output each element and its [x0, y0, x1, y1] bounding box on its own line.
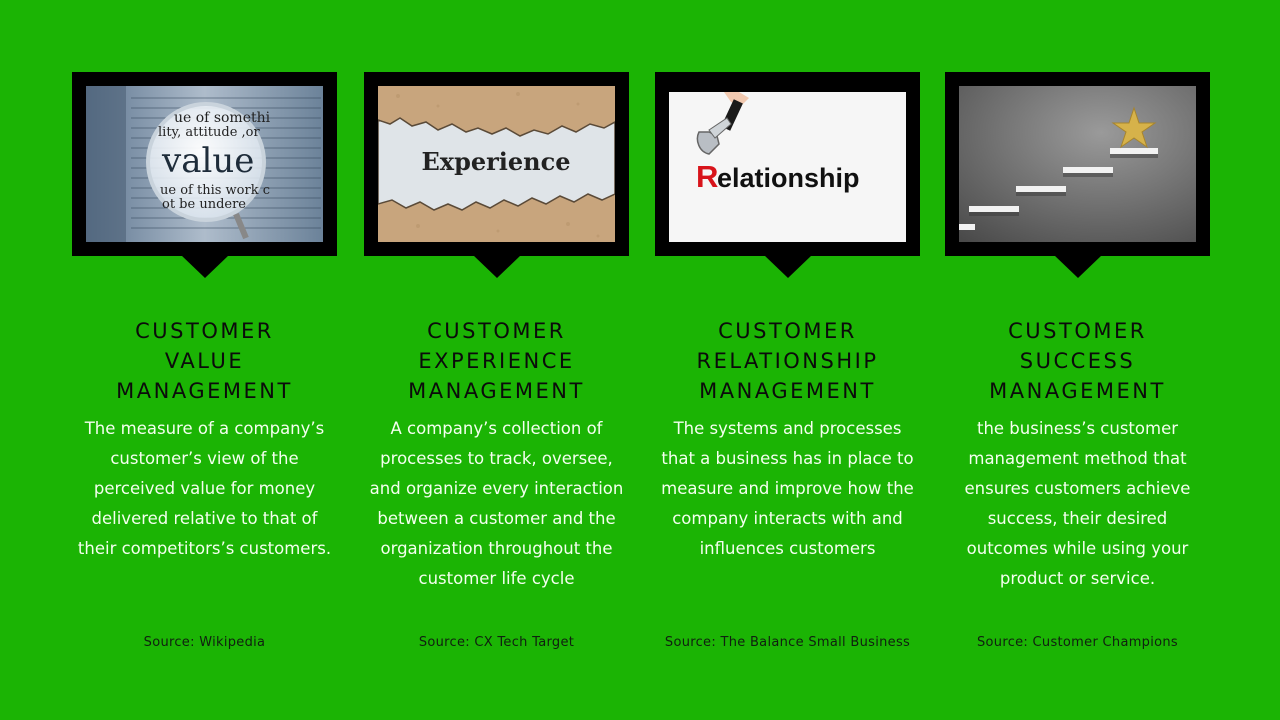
card-title: CUSTOMER EXPERIENCE MANAGEMENT	[364, 316, 629, 406]
title-line: CUSTOMER	[1008, 319, 1147, 343]
image-word-value: value	[161, 141, 254, 181]
image-text-line: ue of somethi	[174, 110, 271, 126]
card-source: Source: Wikipedia	[143, 635, 266, 650]
photo-experience: Experience	[378, 86, 615, 242]
photo-relationship: R elationship	[669, 92, 906, 242]
title-line: SUCCESS	[1019, 349, 1136, 373]
title-line: RELATIONSHIP	[696, 349, 879, 373]
title-line: MANAGEMENT	[699, 379, 876, 403]
card-description: The systems and processes that a busines…	[661, 419, 914, 558]
image-frame: ue of somethi lity, attitude ,or value u…	[72, 72, 337, 278]
title-line: MANAGEMENT	[408, 379, 585, 403]
title-line: MANAGEMENT	[116, 379, 293, 403]
card-description: A company’s collection of processes to t…	[369, 419, 624, 588]
title-line: MANAGEMENT	[989, 379, 1166, 403]
image-frame: R elationship	[655, 72, 920, 278]
image-text-line: lity, attitude ,or	[158, 125, 260, 140]
card-source: Source: CX Tech Target	[418, 635, 575, 650]
card-customer-value: ue of somethi lity, attitude ,or value u…	[72, 72, 337, 650]
card-customer-relationship: R elationship CUSTOMER RELATIONSHIP MANA…	[655, 72, 920, 650]
card-title: CUSTOMER SUCCESS MANAGEMENT	[945, 316, 1210, 406]
card-source: Source: The Balance Small Business	[664, 635, 911, 650]
image-text-line: ot be undere	[162, 197, 246, 212]
image-frame	[945, 72, 1210, 278]
card-customer-success: CUSTOMER SUCCESS MANAGEMENT the business…	[945, 72, 1210, 650]
title-line: EXPERIENCE	[418, 349, 575, 373]
card-title: CUSTOMER RELATIONSHIP MANAGEMENT	[655, 316, 920, 406]
title-line: CUSTOMER	[135, 319, 274, 343]
image-text-line: ue of this work c	[160, 183, 270, 198]
title-line: CUSTOMER	[718, 319, 857, 343]
card-customer-experience: Experience CUSTOMER EXPERIENCE MANAGEMEN…	[364, 72, 629, 650]
wrench-icon	[696, 92, 749, 155]
card-title: CUSTOMER VALUE MANAGEMENT	[72, 316, 337, 406]
image-word-experience: Experience	[421, 147, 570, 176]
star-icon	[1111, 106, 1157, 149]
title-line: CUSTOMER	[427, 319, 566, 343]
title-line: VALUE	[164, 349, 245, 373]
image-word-relationship: elationship	[717, 163, 860, 193]
card-description: the business’s customer management metho…	[964, 419, 1191, 588]
photo-success	[959, 86, 1196, 242]
photo-value: ue of somethi lity, attitude ,or value u…	[86, 86, 323, 242]
image-letter-r: R	[696, 159, 718, 194]
image-frame: Experience	[364, 72, 629, 278]
card-source: Source: Customer Champions	[976, 635, 1179, 650]
card-description: The measure of a company’s customer’s vi…	[77, 419, 332, 558]
